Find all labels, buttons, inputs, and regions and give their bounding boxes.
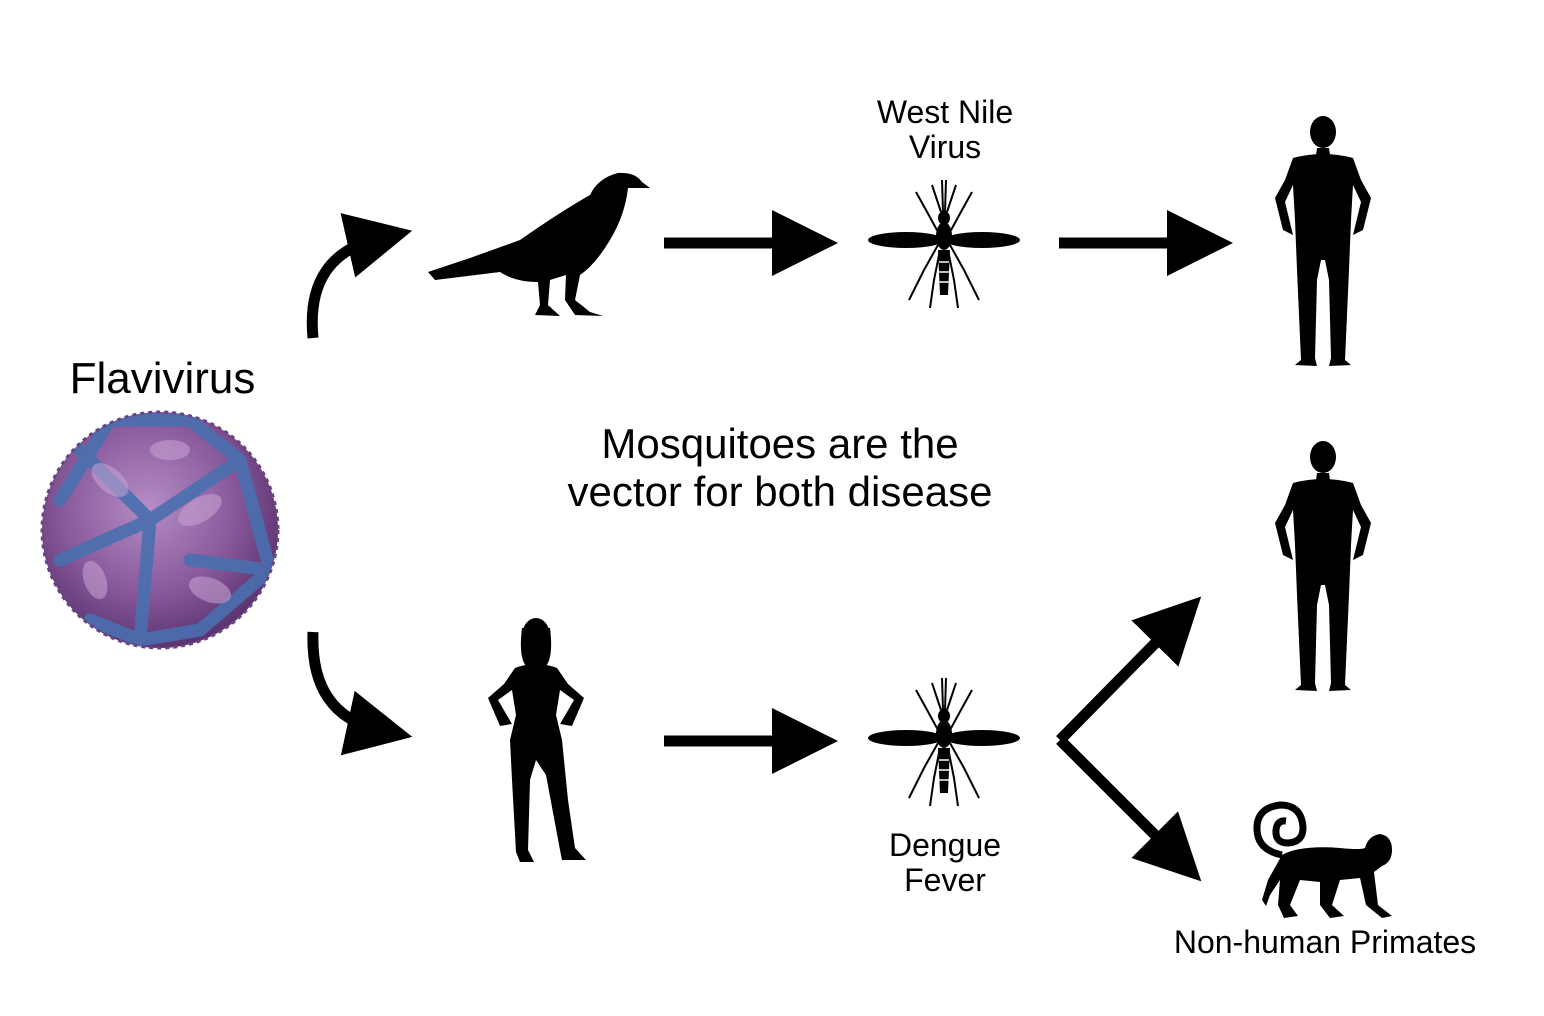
man-icon-bottom xyxy=(1275,441,1371,691)
dengue-label-line2: Fever xyxy=(904,862,986,899)
curved-arrow-down xyxy=(307,631,413,756)
curved-arrow-up xyxy=(306,213,413,339)
arrow-mosquito-to-primate xyxy=(1056,736,1202,882)
arrow-mosquito-to-man-bottom xyxy=(1056,596,1202,744)
monkey-icon xyxy=(1253,801,1392,918)
woman-icon xyxy=(488,618,586,862)
primates-label: Non-human Primates xyxy=(1173,924,1477,960)
dengue-label: Dengue Fever xyxy=(845,827,1045,899)
center-caption-line1: Mosquitoes are the xyxy=(601,420,959,467)
flavivirus-icon xyxy=(40,410,280,650)
west-nile-label-line2: Virus xyxy=(908,129,982,166)
center-caption-line2: vector for both disease xyxy=(567,468,993,516)
dengue-label-line1: Dengue xyxy=(888,827,1002,863)
west-nile-label-line1: West Nile xyxy=(876,94,1014,130)
mosquito-icon-bottom xyxy=(867,677,1021,807)
center-caption: Mosquitoes are the vector for both disea… xyxy=(500,420,1060,517)
flavivirus-label: Flavivirus xyxy=(69,354,256,403)
mosquito-icon-top xyxy=(867,179,1021,309)
west-nile-label: West Nile Virus xyxy=(845,94,1045,166)
crow-icon xyxy=(428,172,650,316)
man-icon-top xyxy=(1275,116,1371,366)
